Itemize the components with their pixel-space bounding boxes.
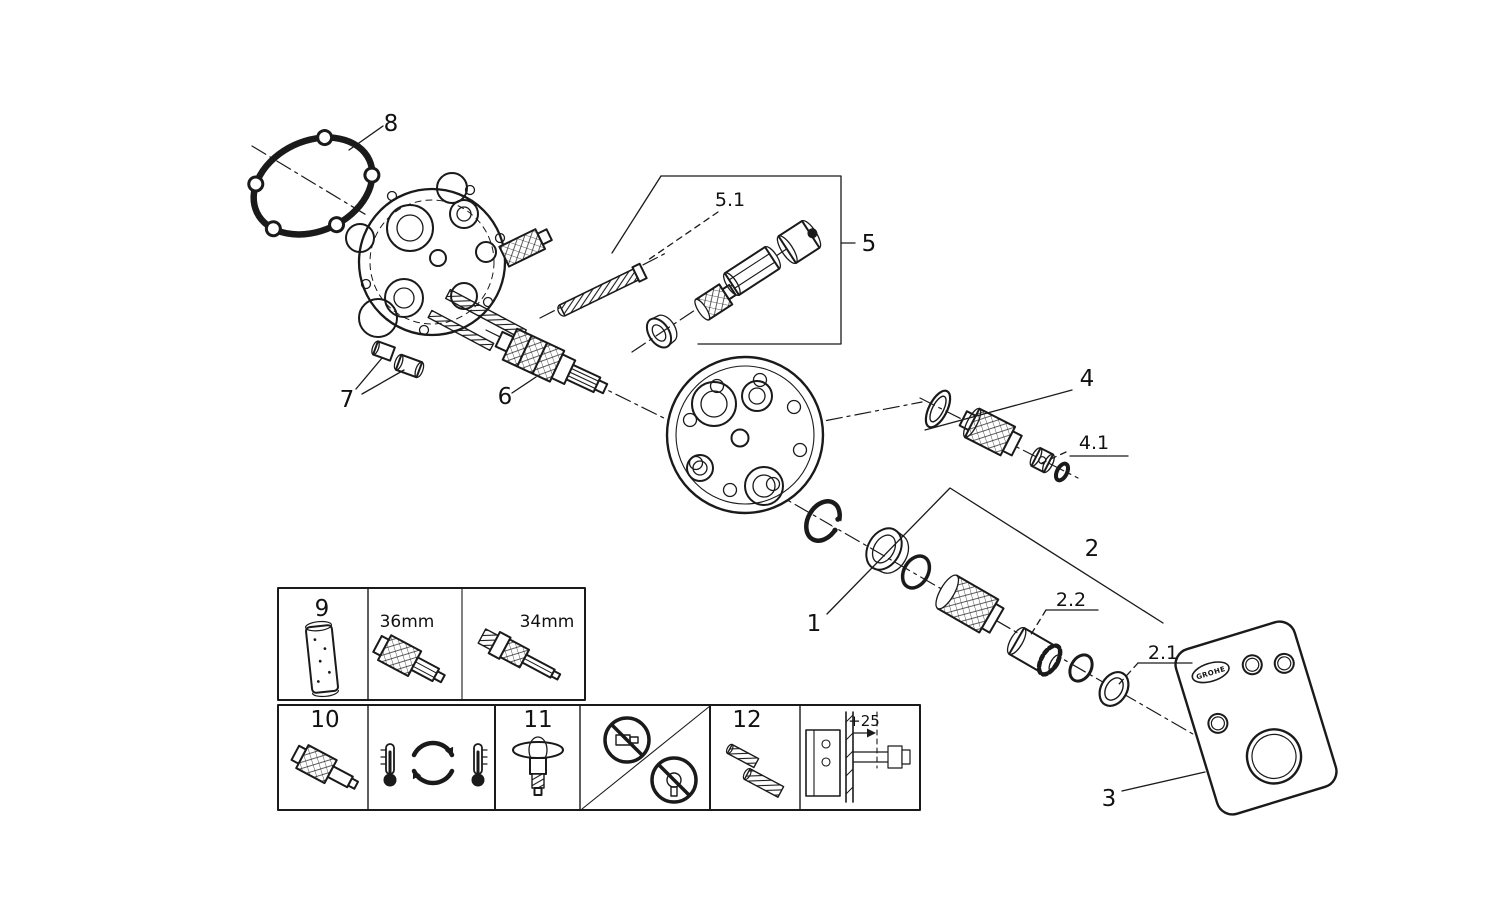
thermometer-icon (380, 743, 397, 787)
info-box-10 (277, 704, 496, 811)
cartridge-36mm (372, 634, 446, 684)
inlet-piece (498, 228, 553, 268)
part-2-1-cover-disc (1098, 671, 1130, 707)
seal-ring (924, 389, 952, 429)
callout-10: 10 (310, 707, 339, 733)
part-6-cartridge (494, 327, 609, 395)
spacer-sleeve (305, 620, 339, 698)
installation-depth-schematic (805, 711, 911, 803)
callout-5-1: 5.1 (715, 189, 745, 211)
callout-4: 4 (1080, 366, 1095, 392)
cartridge-34mm (477, 628, 562, 681)
mounting-stud (427, 309, 495, 352)
part-7-plugs (371, 340, 425, 379)
cartridge-icon (290, 744, 360, 790)
callout-labels: 8 5.1 5 7 6 4 4.1 2 2.2 1 2.1 3 9 36mm 3… (310, 111, 1178, 812)
dimension-34mm: 34mm (520, 612, 575, 632)
adapter (694, 283, 737, 321)
info-box-9 (277, 587, 586, 701)
callout-7: 7 (340, 387, 355, 413)
part-2-2-toothed-ring (1006, 627, 1063, 677)
extension-pin (725, 743, 760, 769)
part-3-cover-plate: GROHE (1174, 620, 1338, 816)
part-5-group (645, 219, 822, 349)
callout-8: 8 (384, 111, 399, 137)
part-1-retaining-ring (804, 499, 843, 543)
service-tool (512, 736, 564, 796)
valve-body (345, 172, 553, 352)
check-valve-housing (958, 407, 1023, 457)
cycle-arrows-icon (411, 740, 455, 786)
dimension-plus-25: +25 (848, 712, 880, 730)
select-button (1273, 652, 1295, 674)
callout-2-2: 2.2 (1056, 589, 1086, 611)
prohibition-icon (603, 716, 651, 764)
o-ring (900, 554, 932, 590)
part-2-1-o-ring (1068, 653, 1094, 683)
dimension-36mm: 36mm (380, 612, 435, 632)
valve-insert (1029, 447, 1055, 474)
callout-1: 1 (807, 611, 822, 637)
select-button (1241, 654, 1263, 676)
threaded-spindle (557, 262, 648, 317)
select-button (1207, 712, 1229, 734)
callout-5: 5 (862, 231, 877, 257)
part-4-group (924, 389, 1071, 483)
brand-badge (1191, 661, 1230, 684)
callout-11: 11 (523, 707, 552, 733)
callout-12: 12 (732, 707, 761, 733)
stop-ring (645, 314, 678, 349)
part-8-gasket-ring (247, 129, 381, 238)
mounting-plate (665, 355, 825, 515)
extension-sleeve (722, 246, 781, 296)
callout-4-1: 4.1 (1079, 432, 1109, 454)
sleeve-ring (865, 527, 910, 574)
prohibition-icon (650, 756, 698, 804)
callout-2-1: 2.1 (1148, 642, 1178, 664)
cap (776, 219, 822, 265)
callout-2: 2 (1085, 536, 1100, 562)
extension-pin (742, 767, 785, 798)
leader-lines (348, 125, 1206, 792)
knurled-sleeve (935, 574, 1005, 634)
thermostat-knob (1245, 728, 1303, 785)
retainer-clip (1053, 461, 1071, 483)
callout-9: 9 (315, 596, 330, 622)
callout-6: 6 (498, 384, 513, 410)
callout-3: 3 (1102, 786, 1117, 812)
thermometer-icon (471, 743, 488, 787)
info-box-12 (709, 704, 921, 811)
